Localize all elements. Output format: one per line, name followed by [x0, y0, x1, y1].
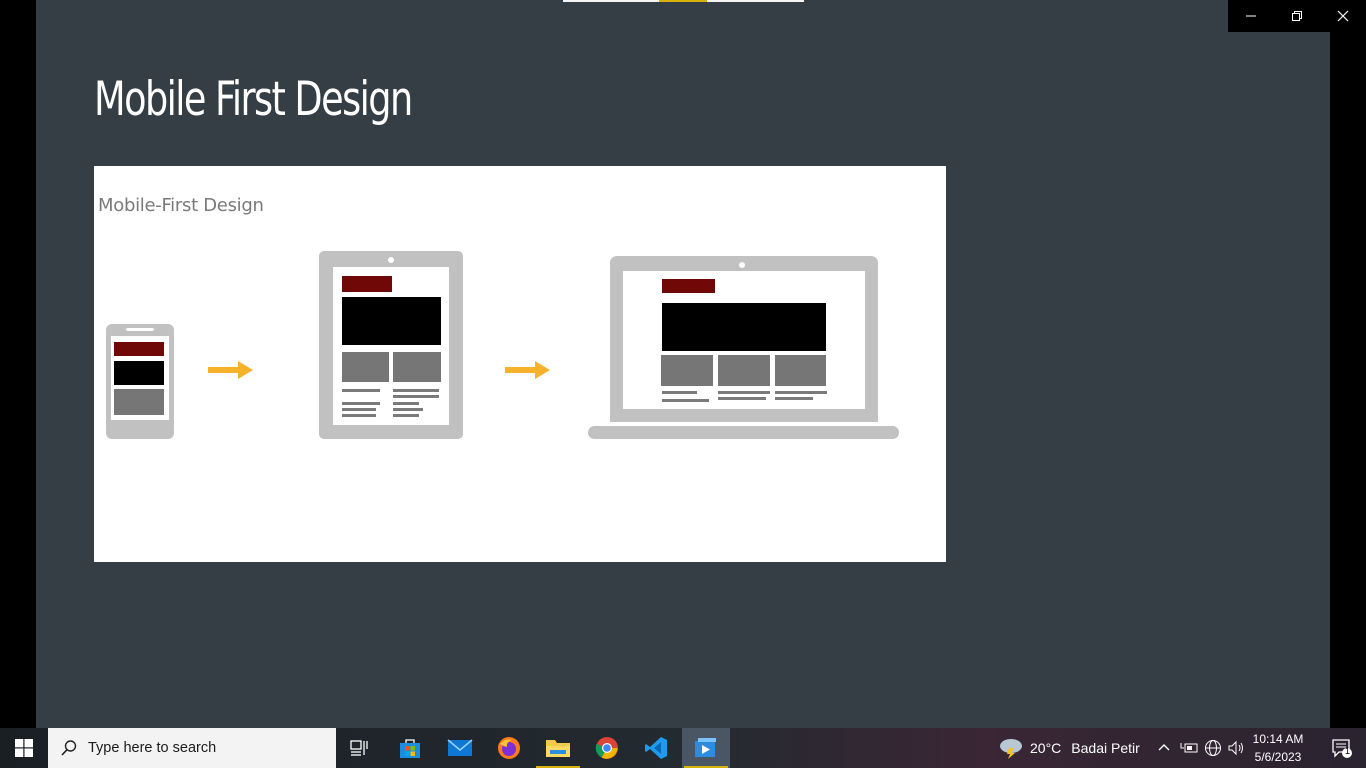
laptop-image-block: [775, 355, 826, 386]
laptop-device: [610, 256, 878, 422]
window-controls: [1228, 0, 1366, 32]
notification-count: 1: [1345, 746, 1351, 756]
restore-icon: [1292, 11, 1302, 21]
slide-title: Mobile First Design: [94, 72, 413, 127]
system-tray: [1156, 728, 1245, 768]
close-icon: [1337, 10, 1349, 22]
vscode-icon: [645, 737, 667, 759]
slide-canvas: Mobile First Design Mobile-First Design: [36, 0, 1330, 728]
tablet-header-block: [342, 276, 392, 292]
thunderstorm-icon: [1000, 739, 1022, 759]
phone-header-block: [114, 342, 164, 356]
laptop-base: [588, 426, 899, 439]
network-globe-icon[interactable]: [1204, 739, 1222, 757]
taskbar-clock[interactable]: 10:14 AM 5/6/2023: [1250, 730, 1306, 766]
volume-icon[interactable]: [1227, 740, 1245, 756]
taskbar-media-player[interactable]: [682, 728, 730, 768]
clock-time: 10:14 AM: [1252, 732, 1304, 746]
minimize-icon: [1246, 15, 1256, 17]
taskbar-search-box[interactable]: Type here to search: [48, 728, 336, 768]
taskbar-firefox[interactable]: [485, 728, 533, 768]
phone-image-block: [114, 389, 164, 415]
taskbar-microsoft-store[interactable]: [386, 728, 434, 768]
tablet-content-block: [342, 297, 441, 345]
taskbar-vscode[interactable]: [632, 728, 680, 768]
battery-icon[interactable]: [1180, 740, 1200, 756]
top-progress-indicator: [563, 0, 804, 2]
search-icon: [61, 740, 77, 756]
weather-description: Badai Petir: [1071, 740, 1140, 756]
chevron-up-icon[interactable]: [1156, 740, 1172, 756]
search-placeholder: Type here to search: [88, 740, 217, 756]
figure-caption: Mobile-First Design: [98, 195, 264, 216]
taskbar-mail[interactable]: [436, 728, 484, 768]
file-explorer-icon: [546, 740, 570, 757]
tablet-image-block: [393, 352, 441, 382]
arrow-right-icon: [505, 361, 550, 379]
phone-device: [106, 324, 174, 439]
taskbar-chrome[interactable]: [583, 728, 631, 768]
laptop-image-block: [661, 355, 713, 386]
taskbar-file-explorer[interactable]: [534, 728, 582, 768]
chrome-icon: [595, 737, 618, 759]
microsoft-store-icon: [400, 739, 420, 758]
weather-temperature: 20°C: [1030, 740, 1062, 756]
laptop-image-block: [718, 355, 770, 386]
arrow-right-icon: [208, 361, 253, 379]
task-view-button[interactable]: [336, 728, 384, 768]
laptop-content-block: [662, 303, 826, 351]
clock-date: 5/6/2023: [1254, 750, 1302, 764]
mail-icon: [447, 739, 473, 756]
taskbar: Type here to search: [0, 728, 1366, 768]
windows-logo-icon: [15, 739, 33, 757]
tablet-device: [319, 251, 463, 439]
laptop-header-block: [662, 279, 715, 293]
task-view-icon: [350, 740, 368, 756]
weather-widget[interactable]: 20°C Badai Petir: [998, 728, 1140, 768]
start-button[interactable]: [0, 728, 48, 768]
phone-content-block: [114, 361, 164, 385]
restore-button[interactable]: [1274, 0, 1320, 32]
mobile-first-figure: Mobile-First Design: [94, 166, 946, 562]
close-button[interactable]: [1320, 0, 1366, 32]
tablet-image-block: [342, 352, 389, 382]
notification-icon: [1332, 739, 1352, 758]
media-player-icon: [695, 738, 716, 757]
firefox-icon: [498, 737, 520, 759]
minimize-button[interactable]: [1228, 0, 1274, 32]
action-center-button[interactable]: 1: [1318, 728, 1366, 768]
